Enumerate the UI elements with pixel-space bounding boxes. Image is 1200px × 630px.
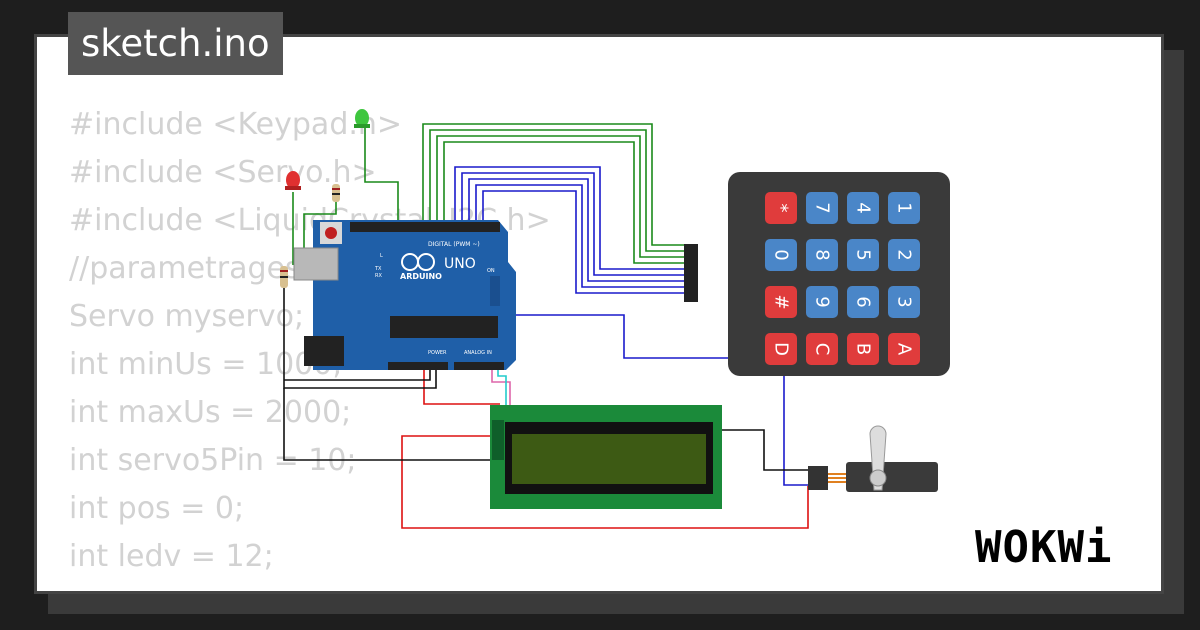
board-name: UNO bbox=[444, 256, 476, 272]
keypad-key bbox=[888, 192, 920, 224]
keypad-key bbox=[847, 286, 879, 318]
keypad-key bbox=[847, 239, 879, 271]
keypad-key bbox=[765, 286, 797, 318]
code-line: int ledr = 13; bbox=[69, 581, 551, 591]
code-line: //parametrages bbox=[69, 251, 301, 286]
digital-label: DIGITAL (PWM ~) bbox=[428, 241, 480, 248]
board-brand: ARDUINO bbox=[400, 272, 442, 281]
code-line: int servo5Pin = 10; bbox=[69, 443, 357, 478]
red-led bbox=[285, 171, 301, 190]
keypad-key-label: 5 bbox=[853, 249, 874, 260]
green-wires bbox=[292, 122, 686, 265]
keypad-key bbox=[888, 286, 920, 318]
resistor-top bbox=[332, 184, 340, 202]
keypad-key-label: 0 bbox=[771, 249, 792, 260]
wokwi-logo: WOKWi bbox=[975, 522, 1113, 573]
l-label: L bbox=[380, 253, 383, 259]
arduino-uno-board: UNO ARDUINO DIGITAL (PWM ~) POWER ANALOG… bbox=[293, 220, 516, 370]
preview-card: #include <Keypad.h>#include <Servo.h>#in… bbox=[34, 34, 1164, 594]
keypad-key-label: * bbox=[771, 204, 792, 213]
code-line: int maxUs = 2000; bbox=[69, 395, 352, 430]
code-line: int pos = 0; bbox=[69, 491, 245, 526]
keypad-key bbox=[847, 192, 879, 224]
blue-wires bbox=[410, 166, 810, 486]
keypad-key-label: 8 bbox=[812, 249, 833, 260]
on-label: ON bbox=[487, 268, 495, 274]
keypad-key-label: 6 bbox=[853, 296, 874, 307]
keypad-key-label: 1 bbox=[894, 202, 915, 213]
keypad-key-label: A bbox=[894, 343, 915, 356]
power-label: POWER bbox=[428, 350, 447, 356]
rx-label: RX bbox=[375, 273, 382, 279]
keypad-key-label: 9 bbox=[812, 296, 833, 307]
keypad-key bbox=[806, 192, 838, 224]
keypad-key-label: D bbox=[771, 342, 792, 356]
code-line: #include <Keypad.h> bbox=[69, 107, 403, 142]
keypad-key-label: 4 bbox=[853, 202, 874, 213]
code-preview: #include <Keypad.h>#include <Servo.h>#in… bbox=[69, 101, 551, 591]
black-wires bbox=[283, 278, 810, 471]
keypad-key bbox=[806, 286, 838, 318]
keypad-key bbox=[765, 192, 797, 224]
keypad-key bbox=[888, 239, 920, 271]
code-line: Servo myservo; bbox=[69, 299, 305, 334]
code-line: int ledv = 12; bbox=[69, 539, 274, 574]
green-led bbox=[354, 109, 370, 128]
tx-label: TX bbox=[374, 266, 382, 272]
keypad-key bbox=[765, 239, 797, 271]
keypad-key-label: # bbox=[771, 294, 792, 309]
keypad-key bbox=[806, 239, 838, 271]
keypad-key-label: 7 bbox=[812, 202, 833, 213]
sketch-title: sketch.ino bbox=[68, 12, 283, 75]
keypad-4x4: 1 2 3A 4 5 6B 7 8 9C * 0 # D bbox=[684, 172, 950, 376]
keypad-key bbox=[765, 333, 797, 365]
resistor-left bbox=[280, 266, 288, 288]
keypad-key bbox=[847, 333, 879, 365]
lcd-display bbox=[490, 405, 722, 509]
keypad-key-label: 3 bbox=[894, 296, 915, 307]
keypad-key bbox=[806, 333, 838, 365]
analog-label: ANALOG IN bbox=[464, 350, 492, 356]
servo-motor bbox=[808, 425, 938, 492]
keypad-key-label: B bbox=[853, 343, 874, 355]
keypad-key-label: 2 bbox=[894, 249, 915, 260]
keypad-key bbox=[888, 333, 920, 365]
keypad-key-label: C bbox=[812, 343, 833, 356]
